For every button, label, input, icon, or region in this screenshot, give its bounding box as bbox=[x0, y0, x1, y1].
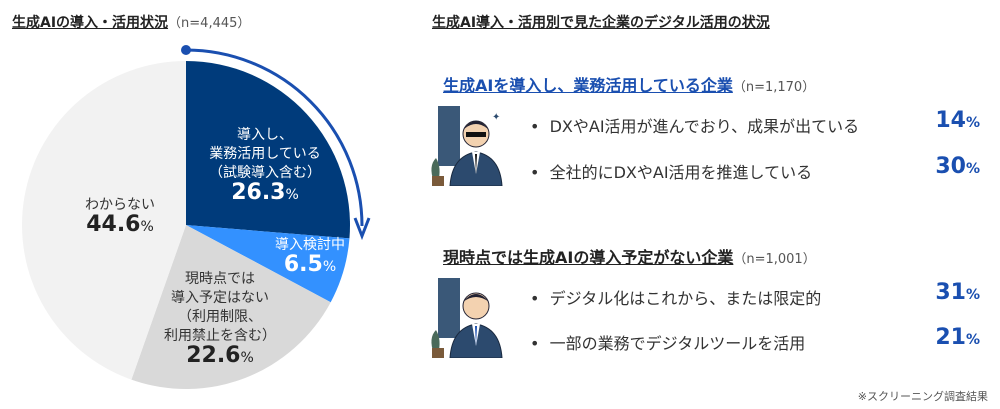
pie-slice-2 bbox=[131, 225, 331, 390]
slice-label-3: わからない 44.6% bbox=[85, 197, 155, 237]
person-suit-icon bbox=[431, 278, 503, 358]
footnote: ※スクリーニング調査結果 bbox=[857, 390, 988, 403]
left-n: （n=4,445） bbox=[168, 16, 251, 31]
pie-slice-3 bbox=[22, 61, 186, 380]
arrow-arc bbox=[185, 48, 364, 227]
pie-chart bbox=[22, 45, 371, 390]
group-1-value-2: 30% bbox=[935, 154, 980, 179]
pie-slice-1 bbox=[186, 225, 350, 303]
arrow-head-icon bbox=[353, 217, 371, 241]
group-1-value-1: 14% bbox=[935, 108, 980, 133]
group-2-value-1: 31% bbox=[935, 280, 980, 305]
group-1-item-2: • 全社的にDXやAI活用を推進している bbox=[530, 163, 813, 182]
right-title: 生成AI導入・活用別で見た企業のデジタル活用の状況 bbox=[432, 15, 770, 31]
group-1-item-1: • DXやAI活用が進んでおり、成果が出ている bbox=[530, 117, 860, 136]
group-2-item-1: • デジタル化はこれから、または限定的 bbox=[530, 289, 822, 308]
svg-text:✦: ✦ bbox=[492, 112, 500, 123]
left-title: 生成AIの導入・活用状況（n=4,445） bbox=[12, 15, 251, 31]
person-sunglasses-icon: ✦ bbox=[431, 106, 503, 186]
arrow-start-dot bbox=[181, 45, 191, 55]
slice-label-0: 導入し、業務活用している（試験導入含む） 26.3% bbox=[209, 127, 321, 205]
slice-label-2: 現時点では導入予定はない（利用制限、利用禁止を含む） 22.6% bbox=[164, 271, 276, 368]
group-2-value-2: 21% bbox=[935, 325, 980, 350]
slice-label-1: 導入検討中 6.5% bbox=[275, 237, 345, 277]
group-2-header: 現時点では生成AIの導入予定がない企業（n=1,001） bbox=[443, 248, 816, 267]
pie-slice-0 bbox=[186, 61, 350, 239]
group-2-item-2: • 一部の業務でデジタルツールを活用 bbox=[530, 334, 806, 353]
group-1-header: 生成AIを導入し、業務活用している企業（n=1,170） bbox=[443, 76, 816, 95]
